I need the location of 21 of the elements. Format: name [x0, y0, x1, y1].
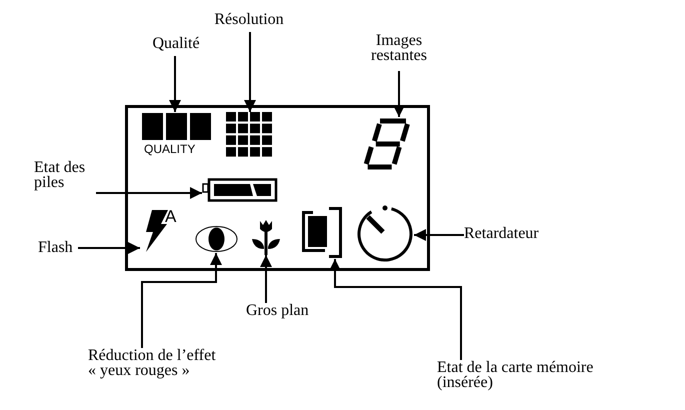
arrow: [96, 187, 202, 199]
callout-label: Flash: [38, 240, 74, 255]
callout-label: Qualité: [151, 36, 201, 51]
callout-label: Retardateur: [464, 226, 540, 241]
lcd-panel: [125, 105, 430, 271]
arrow: [169, 56, 181, 112]
callout-label: Etat de la carte mémoire (insérée): [437, 360, 594, 390]
arrow: [393, 71, 405, 117]
auto-label: A: [165, 208, 176, 226]
arrow: [414, 229, 464, 241]
quality-label: QUALITY: [144, 142, 196, 156]
arrow: [260, 255, 272, 303]
callout-label: Gros plan: [246, 303, 310, 318]
arrow: [78, 242, 140, 254]
callout-label: Images restantes: [370, 33, 428, 63]
arrow: [329, 259, 462, 360]
callout-label: Résolution: [213, 12, 285, 27]
arrow: [244, 32, 256, 112]
arrow: [141, 253, 222, 348]
callout-label: Etat des piles: [34, 160, 86, 190]
callout-label: Réduction de l’effet « yeux rouges »: [88, 348, 217, 378]
